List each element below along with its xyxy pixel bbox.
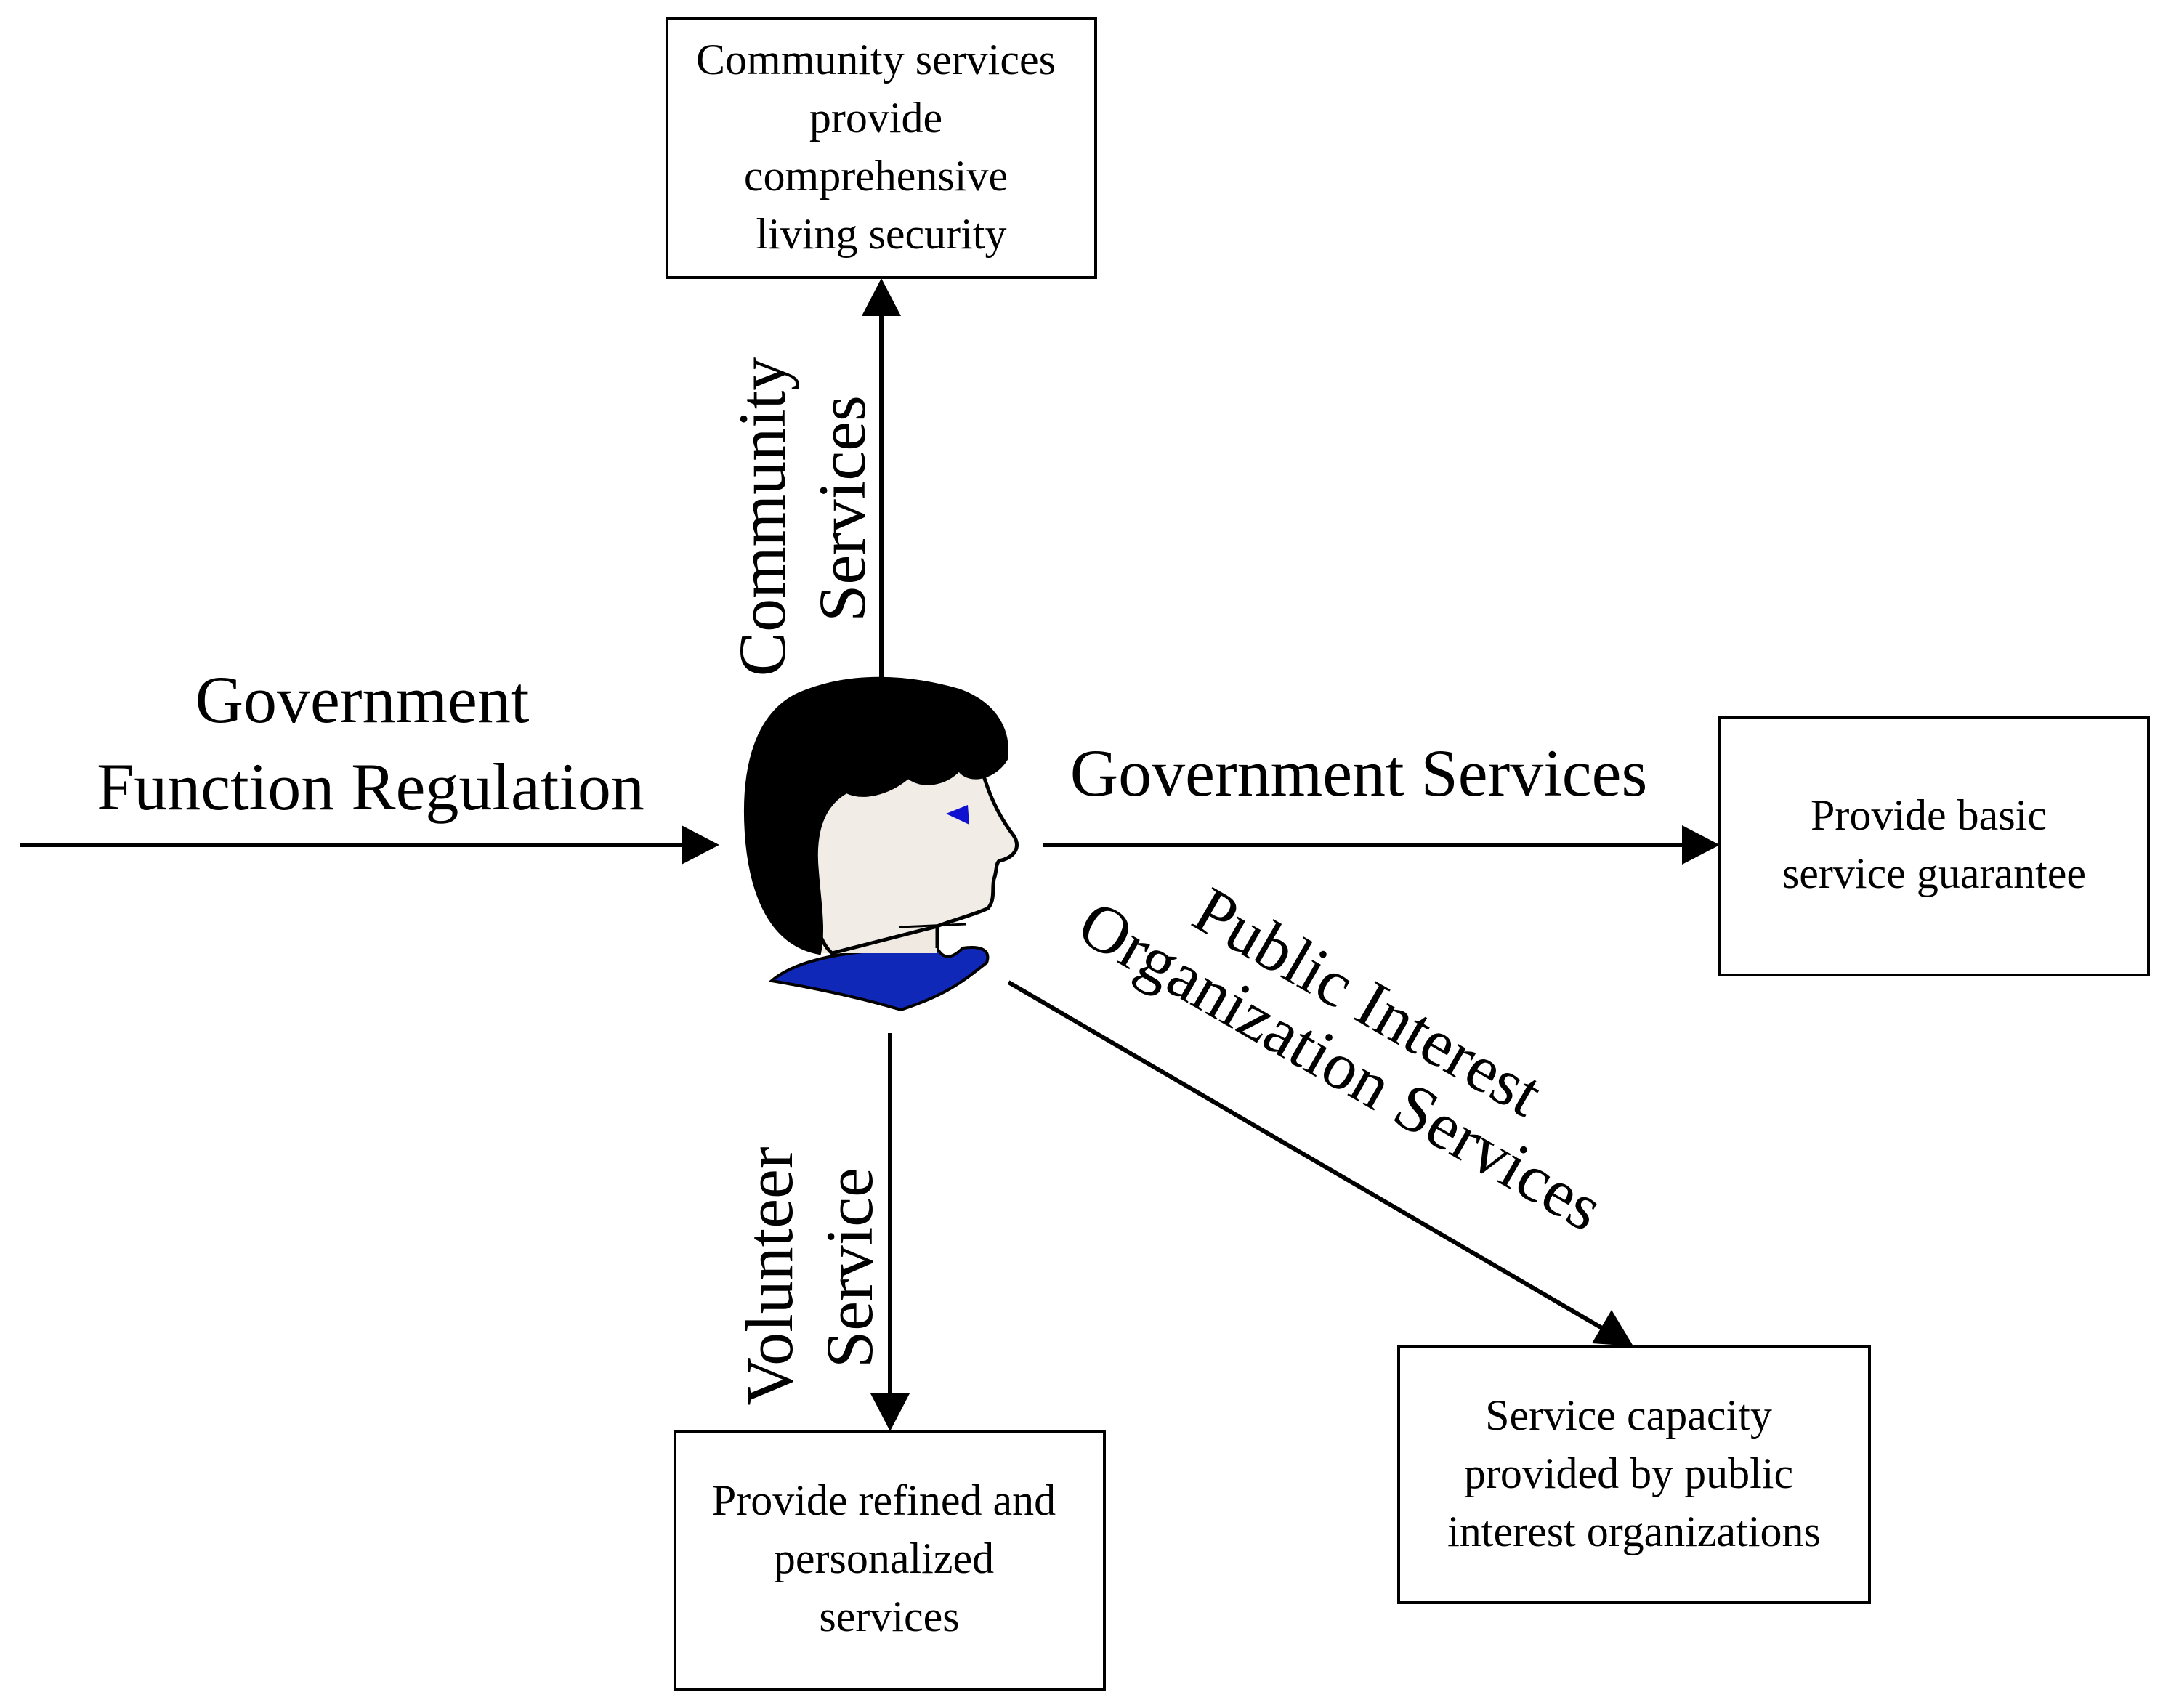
- person-head-icon: [743, 676, 1019, 1012]
- arrow-regulation: [20, 825, 719, 865]
- government-services-box: Provide basic service guarantee: [1718, 716, 2150, 976]
- label-line: Community: [725, 357, 799, 677]
- community-services-box: Community services provide comprehensive…: [666, 17, 1097, 279]
- box-line: comprehensive: [744, 152, 1008, 200]
- label-line: Government: [195, 663, 530, 737]
- arrow-public-interest: [1007, 980, 1633, 1346]
- svg-text:Community Services: Community Services: [725, 341, 879, 677]
- box-line: personalized: [774, 1534, 994, 1582]
- box-line: provided by public: [1464, 1449, 1793, 1497]
- box-line: Provide basic: [1811, 791, 2047, 839]
- box-line: services: [819, 1592, 959, 1640]
- label-line: Services: [805, 395, 879, 622]
- label-line: Volunteer: [732, 1146, 806, 1405]
- box-line: Service capacity: [1485, 1391, 1772, 1439]
- arrow-community: [862, 278, 901, 683]
- svg-text:Service capacity provide: Service capacity provided by public inte…: [1447, 1391, 1821, 1555]
- arrow-volunteer: [870, 1033, 910, 1431]
- svg-text:Provide refined and pers: Provide refined and personalized service…: [712, 1476, 1067, 1640]
- svg-text:Government Function Regu: Government Function Regulation: [97, 663, 644, 824]
- public-interest-services-label: Public Interest Organization Services: [1067, 826, 1650, 1245]
- svg-text:Community services provi: Community services provide comprehensive…: [696, 36, 1067, 258]
- svg-text:Government Services: Government Services: [1070, 736, 1648, 810]
- box-line: living security: [756, 210, 1007, 258]
- box-line: interest organizations: [1447, 1507, 1821, 1555]
- label-line: Function Regulation: [97, 750, 644, 824]
- community-services-label: Community Services: [725, 341, 879, 677]
- volunteer-service-label: Volunteer Service: [732, 1130, 886, 1405]
- box-line: Provide refined and: [712, 1476, 1056, 1524]
- box-line: Community services: [696, 36, 1056, 84]
- volunteer-service-box: Provide refined and personalized service…: [674, 1430, 1106, 1691]
- box-line: service guarantee: [1782, 849, 2086, 897]
- public-interest-box: Service capacity provided by public inte…: [1397, 1345, 1871, 1604]
- arrow-government: [1043, 825, 1720, 865]
- label-line: Government Services: [1070, 736, 1648, 810]
- government-services-label: Government Services: [1070, 736, 1648, 810]
- svg-text:Volunteer Service: Volunteer Service: [732, 1130, 886, 1405]
- svg-text:Public Interest Organiza: Public Interest Organization Services: [1067, 826, 1650, 1245]
- box-line: provide: [809, 94, 942, 142]
- government-function-regulation-label: Government Function Regulation: [97, 663, 644, 824]
- label-line: Service: [812, 1167, 886, 1368]
- svg-text:Provide basic service gu: Provide basic service guarantee: [1782, 791, 2086, 897]
